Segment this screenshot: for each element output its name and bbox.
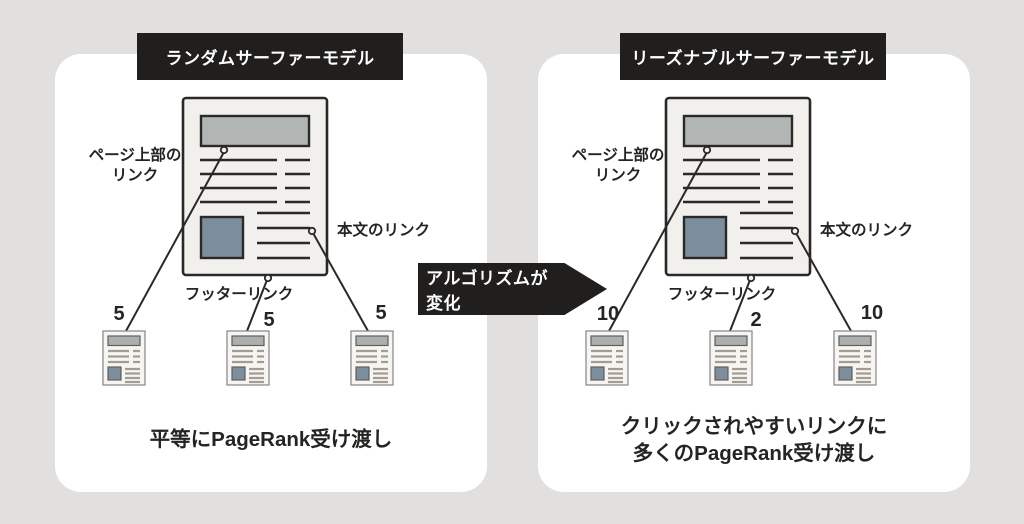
left-model-caption: 平等にPageRank受け渡し bbox=[149, 428, 393, 452]
linked-page-icon-middle bbox=[225, 329, 271, 387]
page-image-block bbox=[682, 215, 728, 260]
body-link-point-icon bbox=[307, 226, 317, 236]
link-connector-lines bbox=[608, 151, 852, 332]
page-header-block bbox=[682, 114, 794, 148]
body-link-label: 本文のリンク bbox=[820, 220, 913, 239]
linked-page-icon-right bbox=[349, 329, 395, 387]
algorithm-change-arrow: アルゴリズムが変化 bbox=[418, 263, 607, 315]
top-link-label-line2: リンク bbox=[112, 166, 159, 184]
page-body-lines bbox=[740, 211, 793, 260]
body-link-point-icon bbox=[790, 226, 800, 236]
pagerank-value-left: 10 bbox=[597, 303, 619, 325]
footer-link-label: フッターリンク bbox=[185, 285, 294, 303]
right-model-caption: クリックされやすいリンクに 多くのPageRank受け渡し bbox=[620, 414, 888, 465]
right-model-panel: ページ上部の リンク 本文のリンク フッターリンク 10 2 10 クリックされ… bbox=[538, 54, 970, 492]
page-header-block bbox=[199, 114, 311, 148]
right-model-title-banner: リーズナブルサーファーモデル bbox=[620, 33, 886, 80]
left-model-title-banner: ランダムサーファーモデル bbox=[137, 33, 403, 80]
pagerank-value-right: 10 bbox=[861, 302, 883, 324]
linked-page-icon-right bbox=[832, 329, 878, 387]
top-link-label-line1: ページ上部の bbox=[89, 145, 182, 164]
right-model-title: リーズナブルサーファーモデル bbox=[631, 49, 875, 68]
footer-link-point-icon bbox=[746, 273, 756, 283]
linked-page-icon-left bbox=[101, 329, 147, 387]
webpage-illustration bbox=[664, 96, 812, 277]
page-image-block bbox=[199, 215, 245, 260]
pagerank-value-left: 5 bbox=[113, 303, 124, 325]
left-model-panel: ページ上部の リンク 本文のリンク フッターリンク 5 5 5 平等にPageR… bbox=[55, 54, 487, 492]
body-link-label: 本文のリンク bbox=[337, 220, 430, 239]
page-body-lines bbox=[257, 211, 310, 260]
pagerank-value-right: 5 bbox=[375, 302, 386, 324]
top-link-point-icon bbox=[219, 145, 229, 155]
top-link-label-line1: ページ上部の bbox=[572, 145, 665, 164]
left-model-title: ランダムサーファーモデル bbox=[165, 49, 375, 68]
top-link-label-line2: リンク bbox=[595, 166, 642, 184]
arrow-label: アルゴリズムが変化 bbox=[426, 269, 548, 313]
pagerank-value-middle: 5 bbox=[263, 309, 274, 331]
linked-page-icon-left bbox=[584, 329, 630, 387]
link-connector-lines bbox=[125, 151, 369, 332]
footer-link-point-icon bbox=[263, 273, 273, 283]
linked-page-icon-middle bbox=[708, 329, 754, 387]
footer-link-label: フッターリンク bbox=[668, 285, 777, 303]
pagerank-value-middle: 2 bbox=[750, 309, 761, 331]
top-link-point-icon bbox=[702, 145, 712, 155]
